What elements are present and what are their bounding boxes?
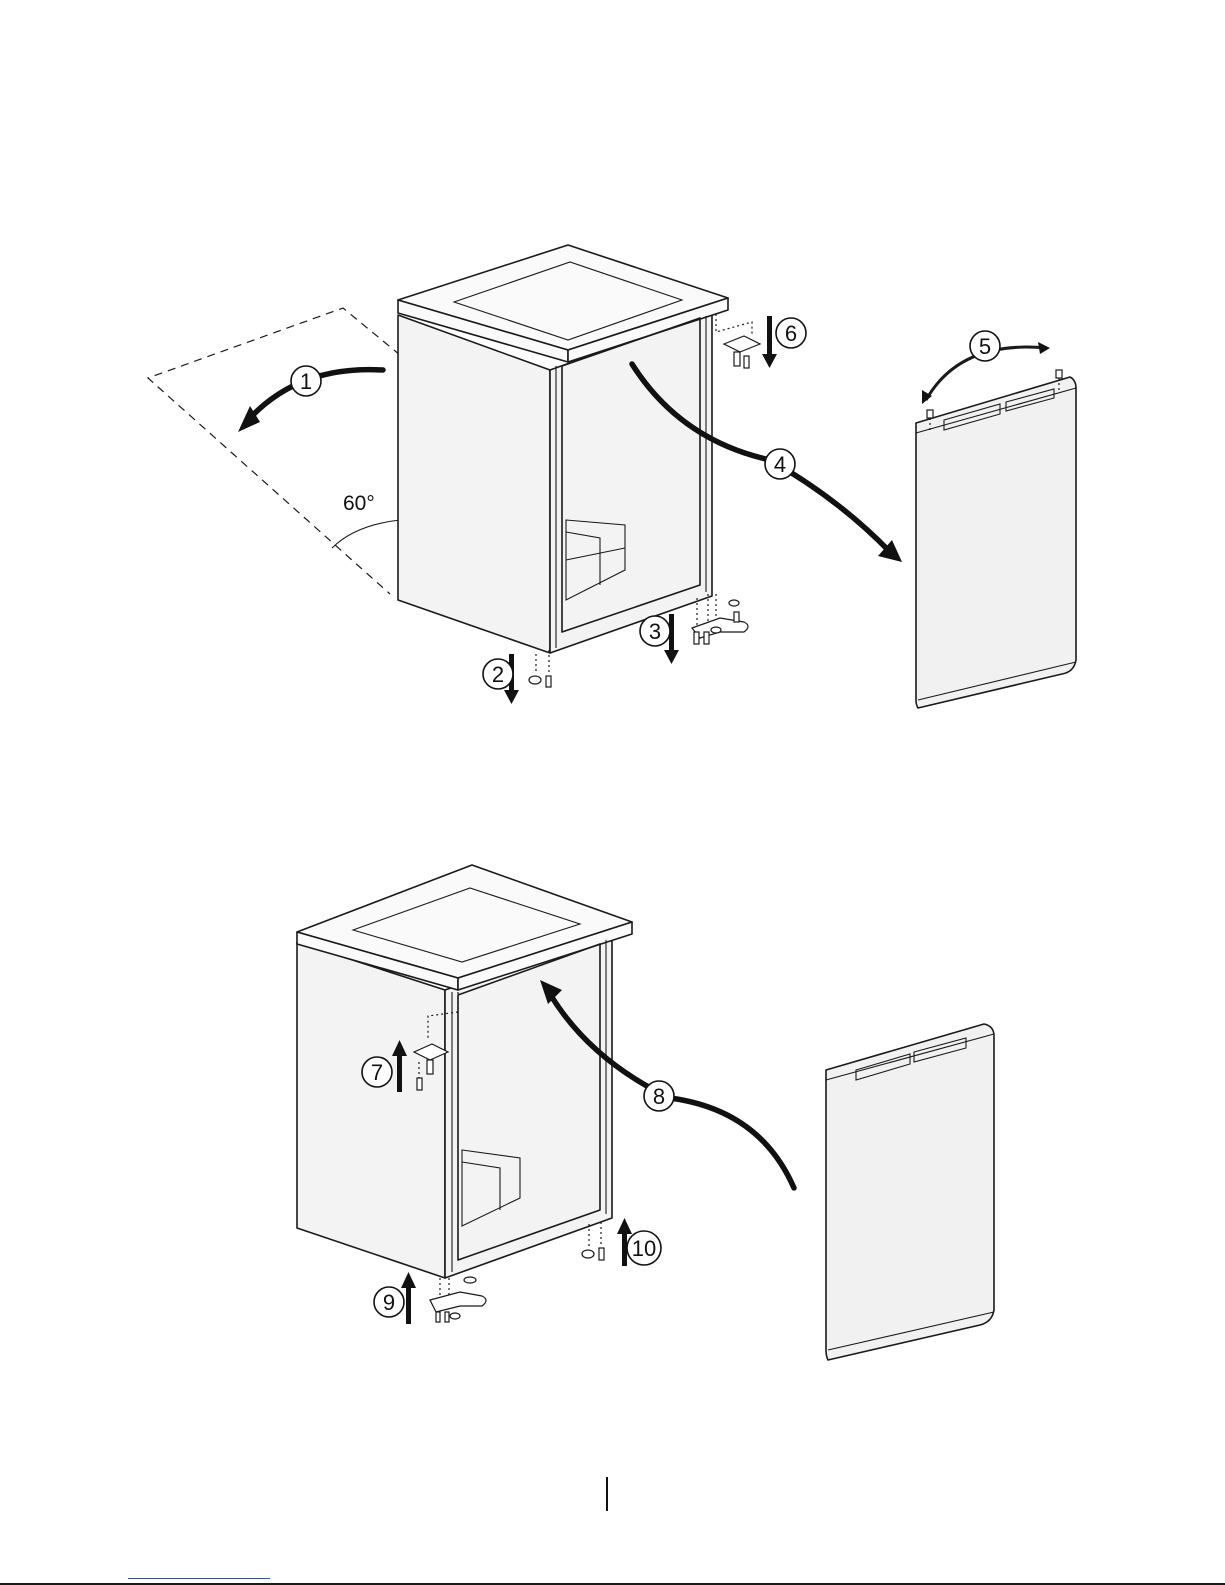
washer-icon	[582, 1250, 594, 1258]
svg-text:8: 8	[653, 1084, 665, 1109]
svg-text:1: 1	[300, 369, 312, 394]
figure-1: 1 2 3 4 5 6 60°	[148, 245, 1076, 708]
refrigerator-cabinet-icon	[297, 865, 632, 1278]
svg-text:10: 10	[632, 1236, 656, 1261]
callout-3: 3	[640, 616, 670, 646]
figure-2: 7 8 9 10	[297, 865, 994, 1360]
callout-9: 9	[374, 1287, 404, 1317]
svg-text:3: 3	[649, 619, 661, 644]
hinge-bracket-icon	[430, 1292, 486, 1312]
svg-text:2: 2	[492, 662, 504, 687]
hinge-bracket-icon	[724, 336, 760, 352]
screw-icon	[1056, 370, 1062, 378]
callout-7: 7	[362, 1057, 392, 1087]
refrigerator-door-icon	[916, 377, 1076, 708]
callout-6: 6	[776, 318, 806, 348]
angle-label: 60°	[343, 492, 375, 515]
screw-icon	[417, 1078, 422, 1090]
refrigerator-door-icon	[826, 1024, 994, 1360]
svg-text:9: 9	[383, 1290, 395, 1315]
callout-10: 10	[627, 1231, 661, 1265]
svg-text:6: 6	[785, 321, 797, 346]
screw-icon	[927, 410, 933, 418]
callout-2: 2	[483, 659, 513, 689]
callout-4: 4	[765, 449, 795, 479]
screw-icon	[546, 676, 551, 687]
callout-8: 8	[644, 1081, 674, 1111]
tilt-guide-dashed	[148, 308, 400, 594]
svg-text:4: 4	[774, 452, 786, 477]
washer-icon	[529, 676, 541, 684]
svg-text:7: 7	[371, 1060, 383, 1085]
callout-5: 5	[970, 331, 1000, 361]
callout-1: 1	[291, 366, 321, 396]
svg-text:5: 5	[979, 334, 991, 359]
straight-arrow-icon	[762, 316, 777, 368]
refrigerator-cabinet-icon	[398, 245, 728, 653]
screw-icon	[599, 1248, 604, 1260]
